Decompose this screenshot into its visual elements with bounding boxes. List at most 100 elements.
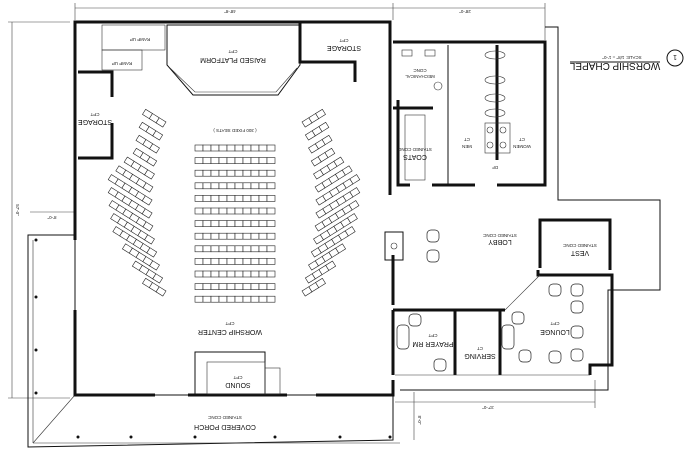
dim-bottom-right: 37'-0": [482, 405, 494, 410]
finish-label: CONC: [413, 68, 427, 73]
seat: [121, 243, 133, 254]
dim-left: 57'-0": [15, 204, 20, 216]
armchair: [570, 325, 584, 339]
seat: [242, 207, 252, 215]
seat: [234, 245, 244, 253]
seat: [333, 156, 345, 167]
seat: [349, 174, 361, 185]
seat: [234, 270, 244, 278]
seat: [250, 182, 260, 190]
seat: [202, 169, 212, 177]
armchair: [570, 348, 584, 362]
seat: [131, 260, 143, 271]
seat: [242, 283, 252, 290]
armchair: [426, 229, 440, 243]
seat-row-right: [310, 147, 336, 167]
coats-label: COATS: [403, 153, 427, 160]
finish-label: STAINED CONC: [482, 233, 516, 238]
seat: [234, 182, 244, 190]
finish-label: CPT: [228, 49, 237, 54]
seat-row-right: [304, 260, 337, 284]
seat: [210, 182, 220, 190]
seat: [347, 213, 358, 224]
dim-bottom-porch: 8'-0": [417, 416, 422, 425]
seat: [242, 157, 252, 164]
seat: [318, 121, 330, 133]
armchair: [548, 283, 562, 297]
seat-row-left: [142, 277, 167, 297]
seat: [194, 245, 204, 253]
seat: [250, 207, 260, 215]
seat: [218, 220, 228, 227]
finish-label: STAINED CONC: [562, 243, 596, 248]
seat: [250, 195, 260, 202]
seat-row-right: [310, 226, 356, 258]
seat: [234, 207, 244, 215]
seat: [324, 147, 336, 159]
seat: [250, 169, 260, 177]
seat: [258, 169, 268, 177]
seat-row-left: [107, 187, 153, 219]
finish-label: CPT: [339, 38, 348, 43]
seat: [218, 283, 228, 290]
seat-row-left: [132, 147, 158, 167]
seat-row-right: [315, 174, 361, 206]
seat: [242, 169, 252, 177]
seat: [210, 270, 220, 278]
seat: [266, 195, 276, 202]
finish-label: CPT: [428, 333, 437, 338]
seat: [108, 200, 120, 211]
seat: [210, 245, 220, 253]
seat: [202, 182, 212, 190]
seat-row-right: [313, 213, 358, 245]
finish-label: CT: [519, 137, 525, 142]
seat: [234, 220, 244, 227]
seat: [202, 195, 212, 202]
seat: [210, 283, 220, 290]
armchair: [511, 311, 525, 325]
seat: [250, 295, 260, 303]
seat: [344, 226, 356, 237]
seat-row-left: [107, 174, 153, 206]
seat: [202, 258, 212, 265]
seat: [266, 220, 276, 227]
seat: [218, 157, 228, 164]
title-number: 1: [673, 53, 677, 60]
seat: [234, 232, 244, 240]
seat: [250, 157, 260, 164]
seat: [325, 260, 337, 271]
finish-label: CPT: [550, 321, 559, 326]
seat: [218, 144, 228, 152]
seat: [210, 207, 220, 215]
seat: [258, 258, 268, 265]
seat: [250, 283, 260, 290]
dim-left-porch: 8'-0": [47, 215, 56, 220]
women-label: WOMEN: [513, 144, 531, 149]
mechanical-label: MECHANICAL: [405, 74, 435, 79]
seat: [110, 213, 121, 224]
finish-label: STAINED CONC: [397, 147, 431, 152]
seat: [194, 182, 204, 190]
seat: [266, 144, 276, 152]
seat: [242, 232, 252, 240]
seat: [210, 169, 220, 177]
labels: 48'-8" 28'-0" 57'-0" 8'-0" 37'-0" 8'-0" …: [15, 9, 684, 430]
finish-label: CT: [464, 137, 470, 142]
seat: [226, 144, 236, 152]
seat: [258, 245, 268, 253]
drawing-scale: SCALE: 1/8" = 1'-0": [602, 55, 642, 60]
seat: [226, 270, 236, 278]
seat: [266, 169, 276, 177]
armchair: [426, 249, 440, 263]
seat: [194, 232, 204, 240]
sofa: [501, 324, 515, 350]
covered-porch-label: COVERED PORCH: [194, 423, 256, 430]
seat: [226, 245, 236, 253]
lobby-label: LOBBY: [488, 238, 512, 245]
seat-row-left: [123, 156, 155, 180]
finish-label: CPT: [90, 112, 99, 117]
seat: [266, 283, 276, 290]
walls: [73, 20, 614, 397]
ramp-label: RAMP UP: [112, 61, 132, 66]
seat: [202, 144, 212, 152]
